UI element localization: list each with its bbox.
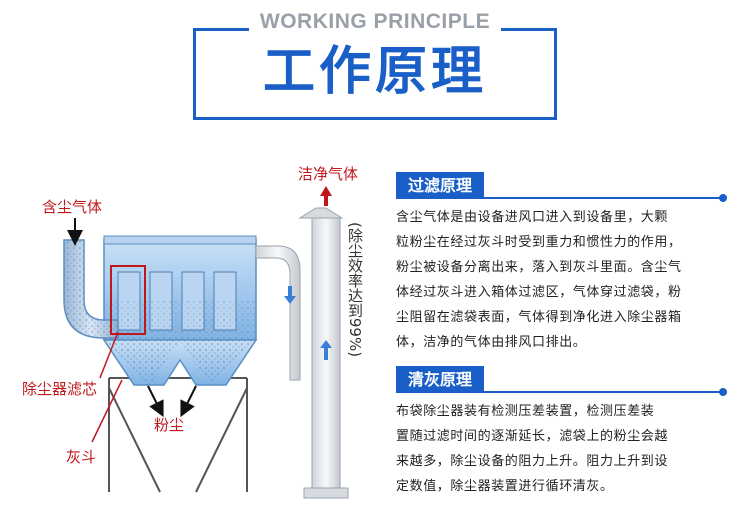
flow-arrows <box>284 286 332 360</box>
label-efficiency: (除尘效率达到99%) <box>346 222 364 358</box>
text-line: 粒粉尘在经过灰斗时受到重力和惯性力的作用， <box>396 235 682 250</box>
section-clean-heading: 清灰原理 <box>396 366 485 393</box>
section-filter-rule <box>396 194 727 202</box>
label-filter-core: 除尘器滤芯 <box>22 380 98 398</box>
text-line: 含尘气体是由设备进风口进入到设备里，大颗 <box>396 210 669 225</box>
section-filter-heading: 过滤原理 <box>396 172 485 199</box>
text-line: 粉尘被设备分离出来，落入到灰斗里面。含尘气 <box>396 260 682 275</box>
text-line: 定数值，除尘器装置进行循环清灰。 <box>396 479 614 494</box>
text-line: 布袋除尘器装有检测压差装置，检测压差装 <box>396 404 655 419</box>
section-filter-text: 含尘气体是由设备进风口进入到设备里，大颗 粒粉尘在经过灰斗时受到重力和惯性力的作… <box>396 205 718 355</box>
title-english: WORKING PRINCIPLE <box>259 10 491 33</box>
title-chinese: 工作原理 <box>262 42 487 102</box>
dust-arrows <box>67 218 197 418</box>
inlet-pipe <box>63 239 119 339</box>
title-frame <box>193 28 557 120</box>
collector-body <box>102 235 258 386</box>
clean-gas-arrow <box>320 186 332 206</box>
text-line: 来越多，除尘设备的阻力上升。阻力上升到设 <box>396 454 669 469</box>
filter-core-frame <box>110 265 146 335</box>
section-clean-title: 清灰原理 <box>396 366 485 393</box>
label-clean-gas: 洁净气体 <box>298 165 359 183</box>
text-line: 体，洁净的气体由排风口排出。 <box>396 335 587 350</box>
label-hopper: 灰斗 <box>66 448 97 466</box>
section-clean-rule <box>396 388 727 396</box>
label-dust: 粉尘 <box>154 416 185 434</box>
outlet-duct <box>255 245 301 381</box>
label-dusty-gas: 含尘气体 <box>42 198 103 216</box>
text-line: 置随过滤时间的逐渐延长，滤袋上的粉尘会越 <box>396 429 669 444</box>
text-line: 尘阻留在滤袋表面，气体得到净化进入除尘器箱 <box>396 310 682 325</box>
section-clean-text: 布袋除尘器装有检测压差装置，检测压差装 置随过滤时间的逐渐延长，滤袋上的粉尘会越… <box>396 399 718 499</box>
leader-lines <box>91 331 123 443</box>
section-filter-title: 过滤原理 <box>396 172 485 199</box>
text-line: 体经过灰斗进入箱体过滤区，气体穿过滤袋，粉 <box>396 285 682 300</box>
support-frame <box>108 377 248 493</box>
